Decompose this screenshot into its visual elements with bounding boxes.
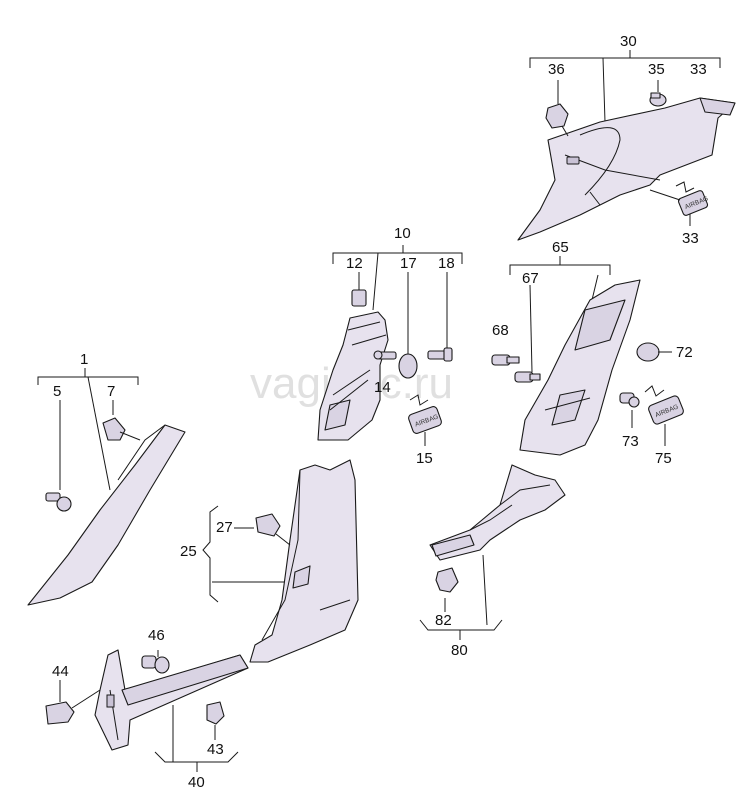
screw-35: [649, 92, 667, 107]
label-27: 27: [216, 519, 233, 536]
label-68: 68: [492, 322, 509, 339]
part-group-1: [27, 368, 186, 606]
clip-44: [45, 701, 75, 725]
part-group-25: [202, 459, 359, 663]
label-67: 67: [522, 270, 539, 287]
clip-43: [206, 701, 225, 725]
trim-panel-30: [517, 97, 736, 241]
clip-27: [255, 513, 281, 537]
label-18: 18: [438, 255, 455, 272]
label-17: 17: [400, 255, 417, 272]
clip-7: [102, 417, 141, 441]
clip-12: [351, 289, 367, 307]
label-5: 5: [53, 383, 61, 400]
trim-panel-1: [27, 424, 186, 606]
label-46: 46: [148, 627, 165, 644]
label-82: 82: [435, 612, 452, 629]
label-12: 12: [346, 255, 363, 272]
label-14: 14: [374, 379, 391, 396]
label-72: 72: [676, 344, 693, 361]
label-30: 30: [620, 33, 637, 50]
screw-73: [619, 392, 640, 408]
label-40: 40: [188, 774, 205, 791]
screw-14: [373, 350, 397, 360]
label-65: 65: [552, 239, 569, 256]
screw-18: [427, 347, 453, 362]
label-25: 25: [180, 543, 197, 560]
part-group-80: [419, 464, 566, 640]
screw-67: [514, 371, 541, 383]
part-group-40: [45, 649, 249, 772]
label-33-bottom: 33: [682, 230, 699, 247]
label-7: 7: [107, 383, 115, 400]
label-44: 44: [52, 663, 69, 680]
airbag-tag-33: AIRBAG: [675, 181, 709, 216]
label-73: 73: [622, 433, 639, 450]
part-group-30: AIRBAG: [517, 50, 736, 241]
clip-82: [435, 567, 459, 593]
label-15: 15: [416, 450, 433, 467]
label-1: 1: [80, 351, 88, 368]
grommet-72: [636, 342, 660, 362]
screw-5: [45, 492, 72, 512]
washer-17: [398, 353, 418, 379]
label-35: 35: [648, 61, 665, 78]
label-43: 43: [207, 741, 224, 758]
clip-36: [545, 103, 569, 129]
part-group-65: AIRBAG: [491, 256, 684, 456]
label-75: 75: [655, 450, 672, 467]
label-36: 36: [548, 61, 565, 78]
label-33-top: 33: [690, 61, 707, 78]
airbag-tag-75: AIRBAG: [644, 385, 684, 425]
part-group-10: AIRBAG: [317, 245, 463, 446]
label-80: 80: [451, 642, 468, 659]
screw-68: [491, 354, 520, 366]
label-10: 10: [394, 225, 411, 242]
airbag-tag-15: AIRBAG: [408, 394, 442, 434]
plug-46: [141, 655, 170, 674]
